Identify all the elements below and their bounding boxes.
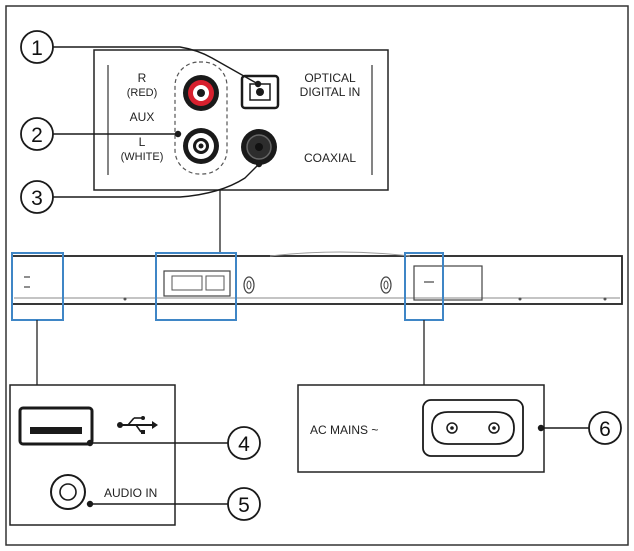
usb-symbol-icon	[117, 416, 158, 434]
callout-6: 6	[588, 411, 622, 445]
callout-5-number: 5	[238, 494, 250, 517]
aux-red-label: (RED)	[127, 87, 158, 99]
mount-hole-icon	[243, 276, 255, 294]
optical-port-icon	[240, 74, 280, 110]
left-inset: AUDIO IN	[9, 384, 176, 526]
callout-3-number: 3	[31, 187, 43, 210]
aux-group-outline	[174, 61, 228, 175]
callout-4-number: 4	[238, 433, 250, 456]
soundbar	[11, 251, 623, 305]
ac-mains-label: AC MAINS ~	[310, 423, 378, 437]
recess-power-area	[413, 265, 483, 301]
usb-port-icon	[18, 406, 94, 446]
ac-power-socket-icon	[422, 399, 524, 457]
connector-panel: R (RED) AUX L (WHITE)	[93, 49, 389, 191]
audio-in-jack-icon	[50, 474, 86, 510]
callout-leaders	[53, 46, 590, 508]
right-inset: AC MAINS ~	[297, 384, 545, 473]
callout-3: 3	[20, 180, 54, 214]
aux-white-label: (WHITE)	[121, 151, 164, 163]
callout-4: 4	[227, 426, 261, 460]
aux-label: AUX	[130, 110, 155, 124]
outer-frame	[5, 5, 629, 546]
callout-1: 1	[20, 30, 54, 64]
aux-l-label: L	[139, 135, 146, 149]
highlight-center	[155, 252, 237, 321]
aux-white-jack-icon	[183, 128, 219, 164]
coaxial-jack-icon	[241, 129, 277, 165]
aux-r-label: R	[138, 71, 147, 85]
callout-6-number: 6	[599, 418, 611, 441]
coaxial-label: COAXIAL	[304, 151, 356, 165]
optical-label: OPTICAL	[304, 71, 356, 85]
connector-panel-box	[93, 49, 389, 191]
mount-hole-icon	[380, 276, 392, 294]
audio-in-label: AUDIO IN	[104, 486, 157, 500]
aux-red-jack-icon	[183, 75, 219, 111]
callout-2-number: 2	[31, 124, 43, 147]
digital-in-label: DIGITAL IN	[300, 85, 361, 99]
soundbar-body	[11, 255, 623, 305]
callout-5: 5	[227, 487, 261, 521]
callout-1-number: 1	[31, 37, 43, 60]
callout-2: 2	[20, 117, 54, 151]
recess-connector-area	[163, 270, 231, 297]
